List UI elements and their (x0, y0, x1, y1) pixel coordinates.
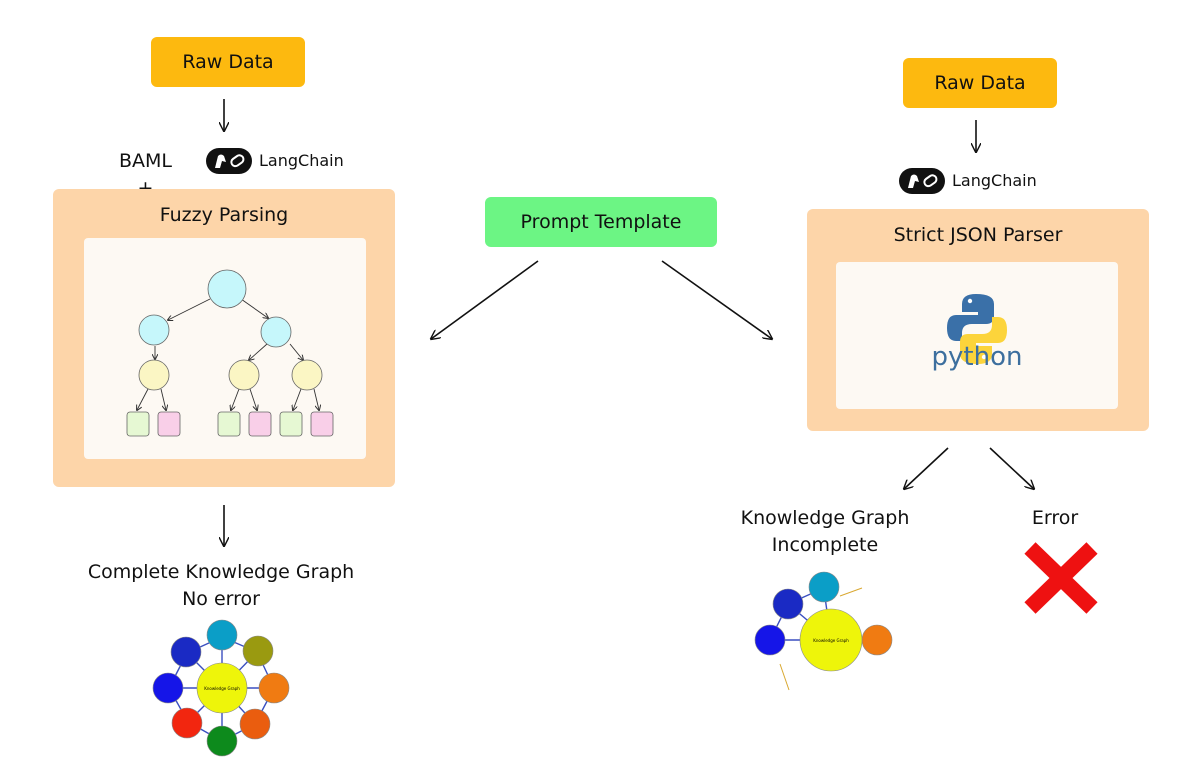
tree-leaf (126, 411, 150, 437)
left-result-label: Complete Knowledge Graph No error (60, 559, 382, 613)
tree-leaf (279, 411, 303, 437)
arrow-prompt-to-left (431, 260, 539, 339)
fuzzy-parsing-panel: Fuzzy Parsing (53, 189, 395, 487)
parse-tree-card (84, 238, 366, 459)
graph-node (239, 708, 271, 740)
left-langchain-label: LangChain (259, 151, 344, 170)
error-label: Error (1031, 507, 1079, 529)
graph-node (754, 624, 786, 656)
graph-center-text: Knowledge Graph (204, 686, 240, 691)
arrow-parser-to-error (989, 447, 1034, 489)
left-result-line2: No error (182, 588, 260, 610)
graph-node (206, 725, 238, 757)
tree-leaf (310, 411, 334, 437)
graph-node (808, 571, 840, 603)
prompt-template-label: Prompt Template (520, 211, 682, 233)
tree-node (260, 316, 292, 348)
graph-node (242, 635, 274, 667)
strict-json-parser-title: Strict JSON Parser (893, 224, 1063, 246)
tree-node (291, 359, 323, 391)
graph-node (861, 624, 893, 656)
arrow-parser-to-incomplete (904, 447, 949, 489)
graph-center-node (196, 662, 248, 714)
left-result-line1: Complete Knowledge Graph (87, 561, 355, 583)
graph-center-node (799, 608, 863, 672)
tree-node (138, 359, 170, 391)
langchain-logo-icon (899, 168, 945, 194)
arrow-prompt-to-right (661, 260, 772, 339)
right-langchain-label: LangChain (952, 171, 1037, 190)
left-raw-data-label: Raw Data (182, 51, 274, 73)
tree-root-node (207, 269, 247, 309)
python-card: python (836, 262, 1118, 409)
graph-node (152, 672, 184, 704)
graph-center-text: Knowledge Graph (813, 638, 849, 643)
python-logo-icon (947, 294, 1007, 364)
right-result-line2: Incomplete (771, 534, 879, 556)
graph-node (258, 672, 290, 704)
tree-node (228, 359, 260, 391)
graph-node (171, 707, 203, 739)
prompt-template-box: Prompt Template (485, 197, 717, 247)
graph-node (206, 619, 238, 651)
right-raw-data-box: Raw Data (903, 58, 1057, 108)
graph-node (772, 588, 804, 620)
tree-node (138, 314, 170, 346)
right-result-label: Knowledge Graph Incomplete (717, 505, 933, 559)
graph-node (170, 636, 202, 668)
parrot-link-icon (215, 154, 245, 168)
right-raw-data-label: Raw Data (934, 72, 1026, 94)
tree-leaf (157, 411, 181, 437)
langchain-logo-icon (206, 148, 252, 174)
strict-json-parser-panel: Strict JSON Parser python (807, 209, 1149, 431)
parse-tree-diagram (126, 269, 334, 437)
parrot-link-icon (908, 174, 938, 188)
python-wordmark: python (931, 342, 1023, 372)
fuzzy-parsing-title: Fuzzy Parsing (159, 204, 289, 226)
right-result-line1: Knowledge Graph (740, 507, 910, 529)
tree-leaf (217, 411, 241, 437)
left-raw-data-box: Raw Data (151, 37, 305, 87)
tree-leaf (248, 411, 272, 437)
